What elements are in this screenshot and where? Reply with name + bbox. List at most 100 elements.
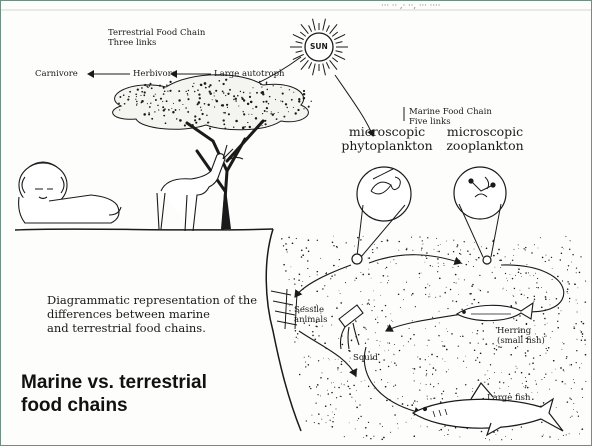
stipple-dot bbox=[327, 390, 328, 391]
stipple-dot bbox=[525, 377, 526, 378]
foliage-dot bbox=[173, 103, 174, 104]
stipple-dot bbox=[379, 423, 380, 424]
stipple-dot bbox=[527, 297, 528, 298]
foliage-dot bbox=[282, 93, 284, 95]
stipple-dot bbox=[506, 290, 507, 291]
stipple-dot bbox=[483, 330, 484, 331]
sun-ray bbox=[296, 51, 303, 53]
stipple-dot bbox=[393, 386, 394, 387]
stipple-dot bbox=[489, 439, 490, 440]
stipple-dot bbox=[438, 335, 439, 336]
stipple-dot bbox=[526, 323, 528, 325]
stipple-dot bbox=[437, 271, 438, 272]
stipple-dot bbox=[377, 263, 378, 264]
foliage-dot bbox=[162, 106, 164, 108]
stipple-dot bbox=[569, 301, 570, 302]
stipple-dot bbox=[429, 340, 430, 341]
stipple-dot bbox=[543, 313, 545, 315]
stipple-dot bbox=[413, 334, 415, 336]
stipple-dot bbox=[318, 413, 320, 415]
stipple-dot bbox=[492, 272, 493, 273]
stipple-dot bbox=[577, 311, 578, 312]
stipple-dot bbox=[558, 313, 559, 314]
stipple-dot bbox=[409, 328, 410, 329]
stipple-dot bbox=[391, 362, 392, 363]
stipple-dot bbox=[538, 248, 539, 249]
stipple-dot bbox=[388, 366, 389, 367]
foliage-dot bbox=[227, 107, 228, 108]
header-fragment: ··· ·· ,· ··, ··· ···· bbox=[381, 1, 440, 11]
stipple-dot bbox=[521, 276, 522, 277]
stipple-dot bbox=[452, 267, 453, 268]
foliage-dot bbox=[227, 93, 229, 95]
stipple-dot bbox=[381, 379, 382, 380]
stipple-dot bbox=[332, 242, 334, 244]
foliage-dot bbox=[249, 92, 250, 93]
large-fish-label: Large fish bbox=[487, 393, 530, 403]
stipple-dot bbox=[346, 268, 347, 269]
stipple-dot bbox=[543, 402, 545, 404]
stipple-dot bbox=[387, 325, 388, 326]
squid-illustration bbox=[339, 305, 363, 349]
stipple-dot bbox=[581, 363, 582, 364]
foliage-dot bbox=[151, 118, 153, 120]
stipple-dot bbox=[525, 249, 526, 250]
herring-illustration bbox=[457, 303, 533, 321]
stipple-dot bbox=[562, 381, 564, 383]
stipple-dot bbox=[330, 278, 331, 279]
stipple-dot bbox=[294, 283, 295, 284]
foliage-dot bbox=[160, 98, 162, 100]
foliage-dot bbox=[243, 92, 245, 94]
foliage-dot bbox=[179, 119, 182, 122]
foliage-dot bbox=[205, 87, 207, 89]
stipple-dot bbox=[437, 258, 439, 260]
stipple-dot bbox=[492, 343, 493, 344]
stipple-dot bbox=[332, 421, 333, 422]
stipple-dot bbox=[529, 364, 530, 365]
stipple-dot bbox=[414, 380, 415, 381]
stipple-dot bbox=[484, 382, 485, 383]
foliage-dot bbox=[171, 108, 172, 109]
stipple-dot bbox=[357, 369, 358, 370]
stipple-dot bbox=[581, 388, 583, 390]
stipple-dot bbox=[372, 249, 373, 250]
stipple-dot bbox=[561, 349, 562, 350]
stipple-dot bbox=[540, 237, 541, 238]
foliage-dot bbox=[214, 95, 215, 96]
foliage-dot bbox=[119, 109, 120, 110]
foliage-dot bbox=[283, 116, 285, 118]
foliage-dot bbox=[149, 85, 150, 86]
stipple-dot bbox=[448, 369, 449, 370]
foliage-dot bbox=[297, 109, 299, 111]
stipple-dot bbox=[412, 250, 413, 251]
stipple-dot bbox=[392, 406, 393, 407]
stipple-dot bbox=[466, 264, 467, 265]
foliage-dot bbox=[149, 106, 151, 108]
stipple-dot bbox=[383, 275, 385, 277]
stipple-dot bbox=[438, 251, 440, 253]
stipple-dot bbox=[581, 331, 583, 333]
stipple-dot bbox=[439, 430, 440, 431]
stipple-dot bbox=[523, 386, 524, 387]
stipple-dot bbox=[439, 311, 440, 312]
stipple-dot bbox=[525, 355, 527, 357]
lion-illustration bbox=[19, 162, 121, 223]
foliage-dot bbox=[278, 112, 279, 113]
foliage-dot bbox=[164, 91, 166, 93]
main-title: Marine vs. terrestrial food chains bbox=[21, 371, 207, 417]
stipple-dot bbox=[454, 282, 455, 283]
stipple-dot bbox=[377, 322, 378, 323]
foliage-dot bbox=[267, 89, 269, 91]
stipple-dot bbox=[576, 411, 577, 412]
stipple-dot bbox=[347, 381, 348, 382]
stipple-dot bbox=[479, 275, 480, 276]
stipple-dot bbox=[448, 430, 449, 431]
stipple-dot bbox=[320, 258, 321, 259]
stipple-dot bbox=[396, 263, 397, 264]
stipple-dot bbox=[544, 318, 546, 320]
foliage-dot bbox=[270, 113, 271, 114]
foliage-dot bbox=[208, 122, 209, 123]
stipple-dot bbox=[517, 346, 518, 347]
stipple-dot bbox=[403, 345, 404, 346]
stipple-dot bbox=[548, 347, 550, 349]
